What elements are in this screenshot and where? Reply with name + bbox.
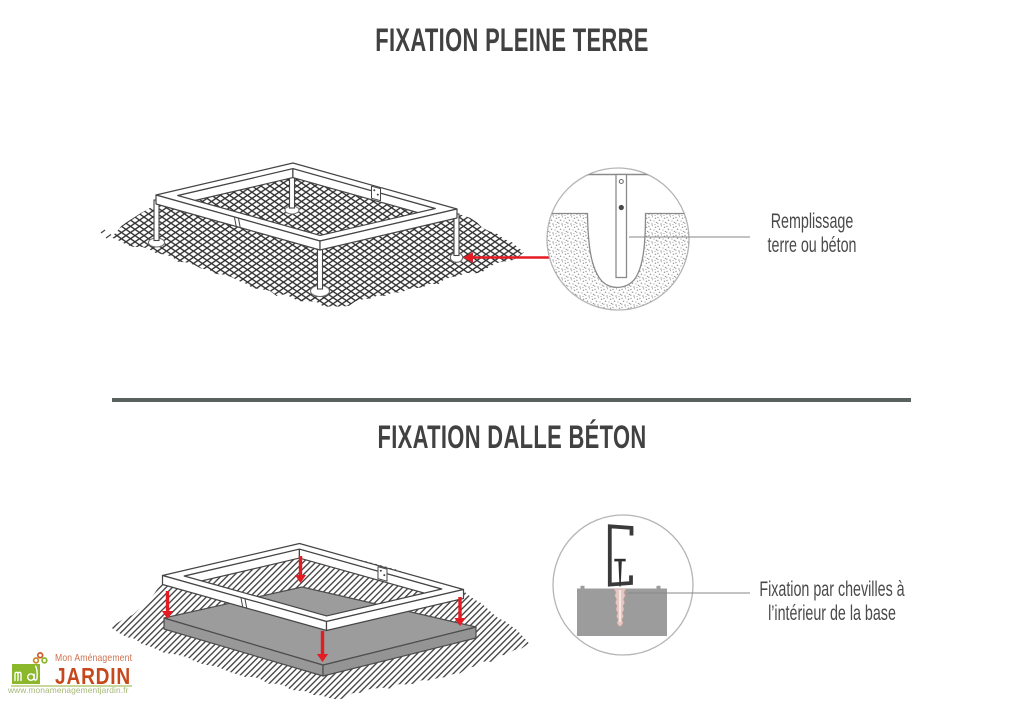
section-title-pleine-terre: FIXATION PLEINE TERRE [375,22,649,58]
arrow-left-pointer-head [463,252,473,263]
logo-monogram-box [12,664,40,684]
leg-left-post [153,199,160,242]
illustration-pleine-terre [100,162,750,311]
logo-rule [11,685,132,687]
leg-right-post [453,213,460,257]
anchor-screw [614,558,626,587]
concrete-block-mark-right [656,585,661,589]
arrow-down-back-head [294,575,307,583]
stake-screw-bottom [618,204,624,211]
monogram-letter-m [14,671,22,682]
callout-fixation-chevilles: Fixation par chevilles à l’intérieur de … [723,578,941,625]
brand-logo: Mon Aménagement JARDIN www.monamenagemen… [8,646,136,698]
section-title-dalle-beton: FIXATION DALLE BÉTON [377,419,647,455]
arrow-down-right-head [454,618,466,626]
logo-monogram-ma [14,665,38,682]
illustration-dalle-beton [111,514,750,700]
leg-front-post [316,245,324,290]
soil-hole-outline [547,212,689,289]
arrow-down-left-head [161,611,174,619]
callout-remplissage-line2: terre ou béton [767,233,857,257]
anchor-screw-shaft [618,561,622,587]
stake-screw-top [618,178,624,185]
c-profile-section [607,524,634,587]
anchor-screw-head [614,558,626,562]
callout-fixation-line2: l’intérieur de la base [768,601,896,625]
wall-plug [613,588,627,627]
clover-leaf-top [36,652,44,659]
section-divider [112,398,911,402]
ground-stray-strokes [100,229,112,239]
detail-circle-concrete [552,514,694,656]
arrow-left-pointer [463,252,552,263]
monogram-letter-a-bowl [26,673,35,682]
arrow-down-front [316,631,329,662]
arrow-down-left [161,591,174,619]
arrow-down-front-head [316,654,329,662]
arrow-down-right [454,597,466,626]
logo-brand-main: JARDIN [55,663,132,689]
clover-leaf-left [32,657,40,664]
leg-right [449,213,464,263]
callout-fixation-line1: Fixation par chevilles à [759,578,905,601]
concrete-block-mark-left [580,585,585,589]
logo-website: www.monamenagementjardin.fr [8,684,129,695]
detail-circle-soil [546,167,690,311]
clover-leaf-right [41,657,48,664]
logo-brand-top: Mon Aménagement [55,652,133,664]
arrow-down-back [294,556,307,583]
soil-stipple [547,214,689,310]
callout-remplissage: Remplissage terre ou béton [703,210,921,257]
monogram-letter-a-stem [33,665,38,681]
callout-remplissage-line1: Remplissage [770,210,854,233]
logo-clover-icon [32,652,48,664]
stake-post [615,173,628,279]
